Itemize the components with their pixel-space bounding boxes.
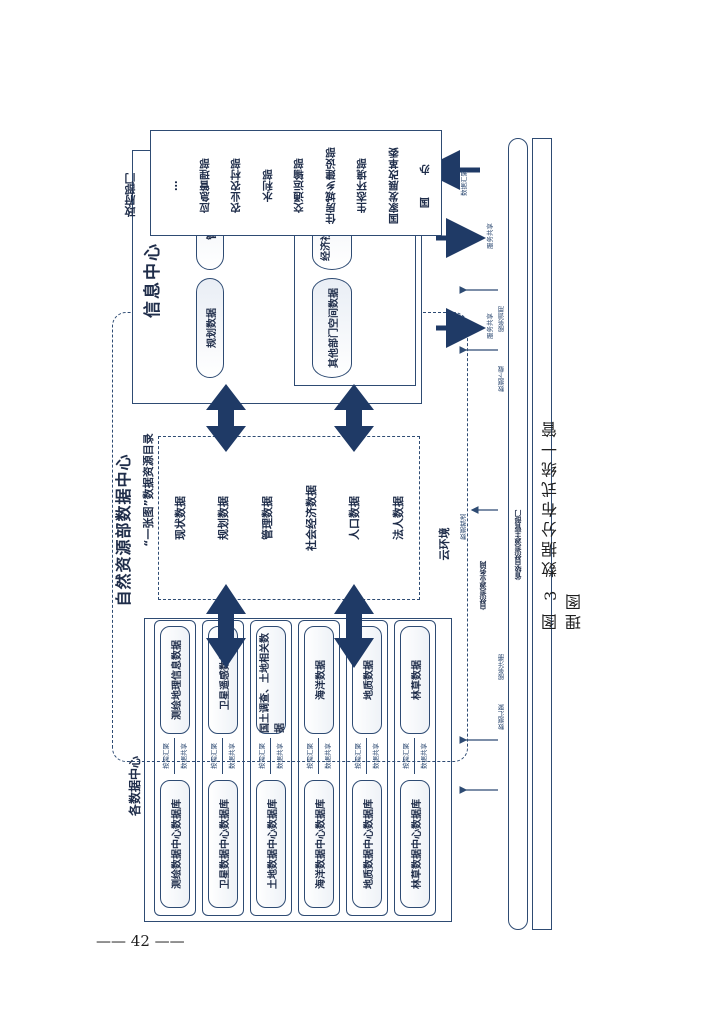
bottom-thin-arrows [459,286,498,794]
department-item: 国 办 [419,164,431,208]
department-item: 水利部 [261,169,274,203]
bottom-label-service-register: 服务注册 [498,654,506,680]
department-item: 农业农村部 [230,158,242,214]
diagram-stage: 各数据中心 测绘数据中心数据库测绘地理信息数据按需汇聚数据共享卫星数据中心数据库… [96,120,552,930]
double-arrow-left-catalog-1 [206,584,246,668]
provincial-label: 省级自然资源主管部门 [514,510,522,580]
department-list: … 应急管理部 农业农村部 水利部 交通运输部 住房城乡建设部 生态环境部 国家发展改革委 国 … [168,140,432,232]
page-number-dash-left: —— [96,932,131,950]
department-item: 交通运输部 [293,158,305,214]
page-number-value: 42 [130,932,150,950]
bottom-label-data-convergence: 数据汇聚 [498,704,506,730]
page-number: —— 42 —— [96,932,185,950]
department-item: … [168,180,180,192]
government-title: 政府部门 [124,173,137,217]
bottom-label-service-call: 服务调用 [498,306,506,332]
business-network-label: 自然资源业务网 [479,561,487,610]
department-item: 国家发展改革委 [387,147,400,225]
double-arrow-catalog-info-1 [206,384,246,452]
double-arrow-catalog-info-2 [334,384,374,452]
figure-caption: 图 3 数据分布式统一管理图 [541,417,584,630]
department-item: 生态环境部 [356,158,368,214]
double-arrow-left-catalog-2 [334,584,374,668]
government-panel [150,130,442,236]
page-number-dash-right: —— [154,932,185,950]
arrows-layer [206,150,498,794]
bottom-label-data-push: 数据推送 [460,514,468,540]
department-item: 应急管理部 [198,158,211,214]
department-item: 住房城乡建设部 [324,147,337,225]
bottom-label-data-download: 数据下载 [498,366,506,392]
